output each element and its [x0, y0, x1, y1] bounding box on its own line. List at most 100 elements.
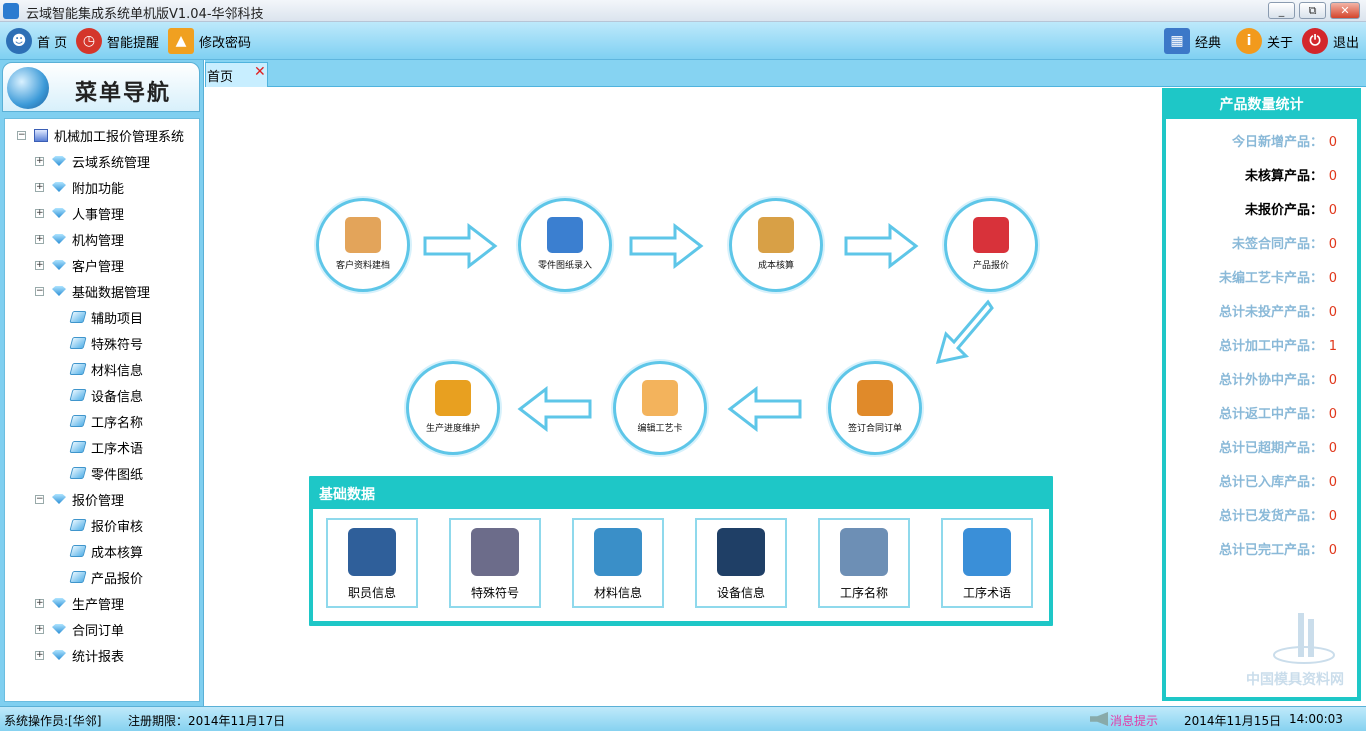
sidebar-item-14[interactable]: − 报价管理 [35, 489, 124, 509]
classic-label: 经典 [1195, 35, 1222, 51]
sidebar-item-7[interactable]: 辅助项目 [69, 307, 143, 327]
change-password-button[interactable]: ▲ 修改密码 [168, 28, 251, 54]
stats-row[interactable]: 未核算产品：0 [1245, 165, 1337, 184]
sidebar-item-label: 成本核算 [91, 545, 144, 561]
alarm-clock-icon: ◷ [76, 28, 102, 54]
sidebar-item-label: 统计报表 [72, 649, 125, 665]
smart-reminder-label: 智能提醒 [107, 35, 160, 51]
sidebar-item-label: 客户管理 [72, 259, 125, 275]
process-terms-button[interactable]: 工序术语 [941, 518, 1033, 608]
collapse-icon[interactable]: − [35, 493, 44, 504]
sidebar-item-1[interactable]: +云域系统管理 [35, 151, 150, 171]
stats-row[interactable]: 未报价产品：0 [1245, 199, 1337, 218]
change-password-label: 修改密码 [199, 35, 252, 51]
sidebar-item-17[interactable]: 产品报价 [69, 567, 144, 587]
sidebar-item-2[interactable]: +附加功能 [35, 177, 124, 197]
gem-icon [52, 286, 66, 296]
document-stack-icon [840, 528, 888, 576]
sidebar-item-label: 材料信息 [91, 363, 144, 379]
classic-button[interactable]: ▦ 经典 [1164, 28, 1221, 54]
stats-row[interactable]: 总计返工中产品：0 [1219, 403, 1337, 422]
stats-value: 0 [1328, 271, 1337, 286]
restore-button[interactable]: ⧉ [1299, 2, 1326, 19]
sidebar-item-11[interactable]: 工序名称 [69, 411, 143, 431]
expand-icon[interactable]: + [35, 207, 44, 218]
collapse-icon[interactable]: − [17, 129, 26, 140]
stats-label: 今日新增产品： [1231, 135, 1323, 150]
stats-row[interactable]: 总计已发货产品：0 [1219, 505, 1337, 524]
books-icon [34, 128, 48, 142]
sidebar-item-5[interactable]: + 客户管理 [35, 255, 124, 275]
staff-info-label: 职员信息 [347, 586, 396, 600]
exit-button[interactable]: ⏻ 退出 [1302, 28, 1359, 54]
stats-row[interactable]: 总计已完工产品：0 [1219, 539, 1337, 558]
sidebar-item-label: 报价审核 [91, 519, 144, 535]
home-button[interactable]: ☻ 首 页 [6, 28, 67, 54]
sidebar: 菜单导航 −机械加工报价管理系统+云域系统管理+附加功能+人事管理+机构管理+客… [0, 60, 204, 706]
workflow-craft-card[interactable]: 编辑工艺卡 [613, 361, 707, 455]
staff-info-button[interactable]: 职员信息 [326, 518, 418, 608]
sidebar-item-0[interactable]: −机械加工报价管理系统 [17, 125, 184, 145]
close-window-button[interactable]: ✕ [1330, 2, 1360, 19]
stats-row[interactable]: 总计已超期产品：0 [1219, 437, 1337, 456]
sidebar-item-6[interactable]: −基础数据管理 [35, 281, 150, 301]
expand-icon[interactable]: + [35, 649, 44, 660]
tab-home-label: 首页 [207, 70, 234, 85]
expand-icon[interactable]: + [35, 155, 44, 166]
expand-icon[interactable]: + [35, 259, 44, 270]
workflow-customer-file[interactable]: 客户资料建档 [316, 198, 410, 292]
sidebar-item-20[interactable]: + 统计报表 [35, 645, 124, 665]
stats-row[interactable]: 未签合同产品：0 [1232, 233, 1337, 252]
tab-home[interactable]: 首页 ✕ [205, 62, 268, 87]
workflow-label: 零件图纸录入 [537, 261, 592, 271]
stats-row[interactable]: 今日新增产品：0 [1232, 131, 1337, 150]
info-i-icon [471, 528, 519, 576]
minimize-button[interactable]: _ [1268, 2, 1295, 19]
sidebar-item-15[interactable]: 报价审核 [69, 515, 144, 535]
stats-row[interactable]: 总计外协中产品：0 [1219, 369, 1337, 388]
sidebar-item-10[interactable]: 设备信息 [69, 385, 143, 405]
workflow-product-quote[interactable]: 产品报价 [944, 198, 1038, 292]
expand-icon[interactable]: + [35, 597, 44, 608]
expand-icon[interactable]: + [35, 233, 44, 244]
workflow-label: 编辑工艺卡 [637, 424, 683, 434]
sidebar-item-18[interactable]: +生产管理 [35, 593, 124, 613]
workflow-production-progress[interactable]: 生产进度维护 [406, 361, 500, 455]
collapse-icon[interactable]: − [35, 285, 44, 296]
smart-reminder-button[interactable]: ◷ 智能提醒 [76, 28, 159, 54]
sidebar-item-label: 报价管理 [72, 493, 125, 509]
stats-label: 总计已超期产品： [1218, 441, 1323, 456]
arrow-right-icon [844, 223, 919, 269]
message-link[interactable]: 消息提示 [1110, 714, 1159, 728]
workflow-drawing-entry[interactable]: 零件图纸录入 [518, 198, 612, 292]
expand-icon[interactable]: + [35, 181, 44, 192]
sidebar-item-4[interactable]: +机构管理 [35, 229, 124, 249]
stats-row[interactable]: 未编工艺卡产品：0 [1219, 267, 1337, 286]
sidebar-item-16[interactable]: 成本核算 [69, 541, 144, 561]
close-tab-icon[interactable]: ✕ [254, 64, 266, 80]
workflow-cost-check[interactable]: 成本核算 [729, 198, 823, 292]
expand-icon[interactable]: + [35, 623, 44, 634]
about-button[interactable]: i 关于 [1236, 28, 1293, 54]
sidebar-item-9[interactable]: 材料信息 [69, 359, 144, 379]
sidebar-item-13[interactable]: 零件图纸 [69, 463, 143, 483]
sidebar-item-19[interactable]: +合同订单 [35, 619, 124, 639]
page-icon [69, 467, 87, 479]
material-info-button[interactable]: 材料信息 [572, 518, 664, 608]
stats-row[interactable]: 总计未投产产品：0 [1219, 301, 1337, 320]
building-icon [1273, 613, 1335, 664]
sidebar-item-label: 产品报价 [91, 571, 144, 587]
equipment-info-button[interactable]: 设备信息 [695, 518, 787, 608]
sidebar-item-3[interactable]: +人事管理 [35, 203, 124, 223]
stats-row[interactable]: 总计已入库产品：0 [1219, 471, 1337, 490]
sidebar-item-8[interactable]: 特殊符号 [69, 333, 143, 353]
process-name-button[interactable]: 工序名称 [818, 518, 910, 608]
watermark-text: 中国模具资料网 [1246, 672, 1344, 688]
stats-row[interactable]: 总计加工中产品：1 [1219, 335, 1337, 354]
workflow-contract-order[interactable]: 签订合同订单 [828, 361, 922, 455]
sidebar-item-12[interactable]: 工序术语 [69, 437, 143, 457]
special-symbols-button[interactable]: 特殊符号 [449, 518, 541, 608]
page-icon [69, 337, 87, 349]
